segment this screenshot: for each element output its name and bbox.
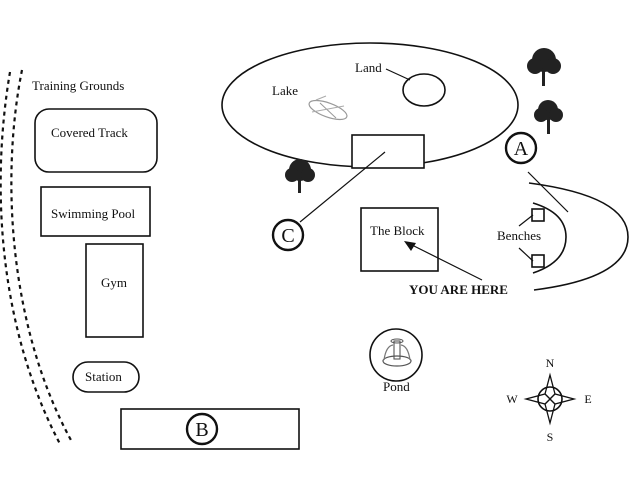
land-label: Land [355, 60, 382, 75]
station: Station [72, 361, 140, 393]
lake-label: Lake [272, 83, 298, 98]
the-block: The Block [360, 207, 439, 272]
you-are-here: YOU ARE HERE [404, 241, 508, 297]
bench-bottom [531, 254, 545, 268]
swimming-pool: Swimming Pool [40, 186, 151, 237]
tree-icon [285, 159, 315, 193]
dock [351, 134, 425, 169]
covered-track: Covered Track [34, 108, 158, 173]
covered-track-label: Covered Track [51, 125, 128, 140]
swimming-pool-label: Swimming Pool [51, 206, 136, 221]
pond: Pond [369, 328, 423, 394]
road [0, 69, 73, 445]
fountain-icon [382, 338, 412, 367]
marker-c-label: C [281, 225, 294, 247]
tree-icon [534, 100, 563, 134]
compass-w: W [506, 392, 518, 406]
compass-e: E [584, 392, 591, 406]
marker-a: A [504, 131, 569, 213]
the-block-label: The Block [370, 223, 425, 238]
marker-c: C [271, 151, 386, 252]
gym: Gym [85, 243, 144, 338]
arrow-head-icon [404, 241, 416, 251]
compass-s: S [547, 430, 554, 444]
benches-label: Benches [497, 228, 541, 243]
rowboat-icon [308, 95, 348, 121]
station-label: Station [85, 369, 122, 384]
you-are-here-label: YOU ARE HERE [409, 282, 508, 297]
pond-label: Pond [383, 379, 410, 394]
compass-n: N [546, 356, 555, 370]
training-grounds-label: Training Grounds [32, 78, 124, 93]
compass-rose-icon: N S E W [506, 356, 591, 444]
building-b: B [120, 408, 300, 450]
marker-a-label: A [514, 138, 529, 160]
benches-area: Benches [497, 182, 629, 291]
marker-b-label: B [195, 419, 208, 441]
bench-top [531, 208, 545, 222]
tree-icon [527, 48, 561, 86]
gym-label: Gym [101, 275, 127, 290]
